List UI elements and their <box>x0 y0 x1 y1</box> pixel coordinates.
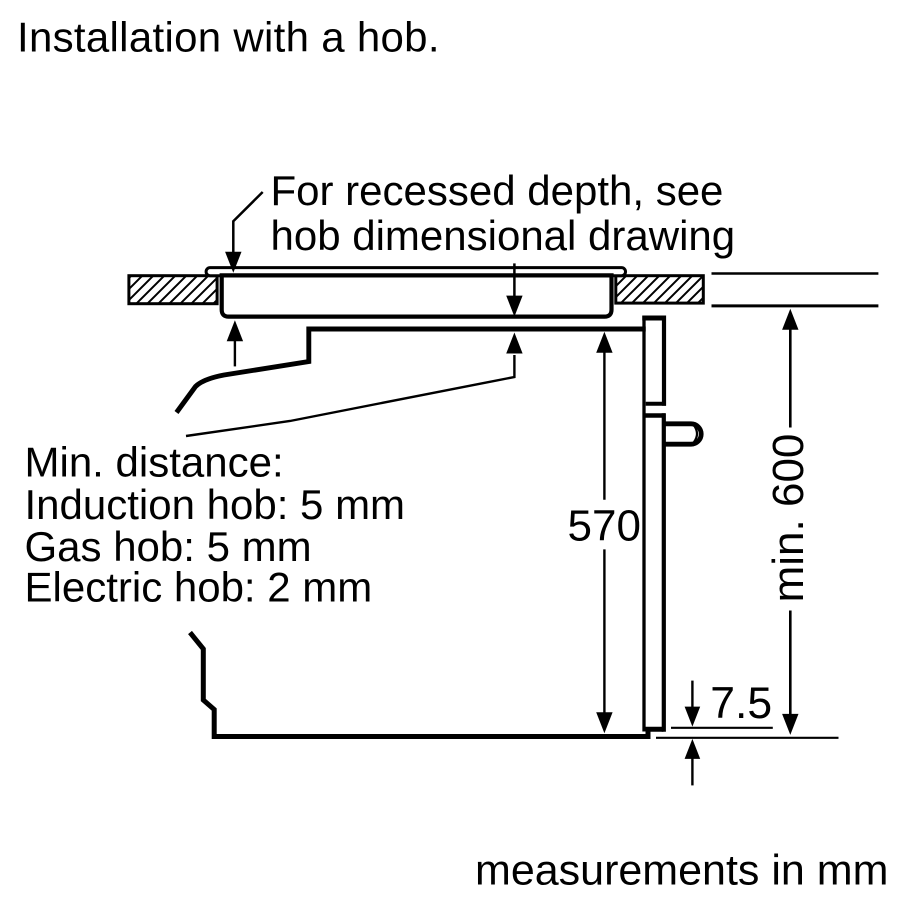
svg-text:570: 570 <box>568 502 641 551</box>
svg-text:Gas hob: 5 mm: Gas hob: 5 mm <box>25 523 312 570</box>
svg-text:For recessed depth, see: For recessed depth, see <box>271 167 724 214</box>
svg-text:measurements in mm: measurements in mm <box>475 847 888 895</box>
svg-text:7.5: 7.5 <box>710 679 772 728</box>
svg-text:hob dimensional drawing: hob dimensional drawing <box>271 212 736 259</box>
svg-text:min. 600: min. 600 <box>764 434 813 603</box>
svg-text:Installation with a hob.: Installation with a hob. <box>17 14 440 61</box>
svg-text:Electric hob: 2 mm: Electric hob: 2 mm <box>25 564 373 611</box>
svg-text:Induction hob: 5 mm: Induction hob: 5 mm <box>25 481 406 528</box>
svg-text:Min. distance:: Min. distance: <box>25 439 284 486</box>
